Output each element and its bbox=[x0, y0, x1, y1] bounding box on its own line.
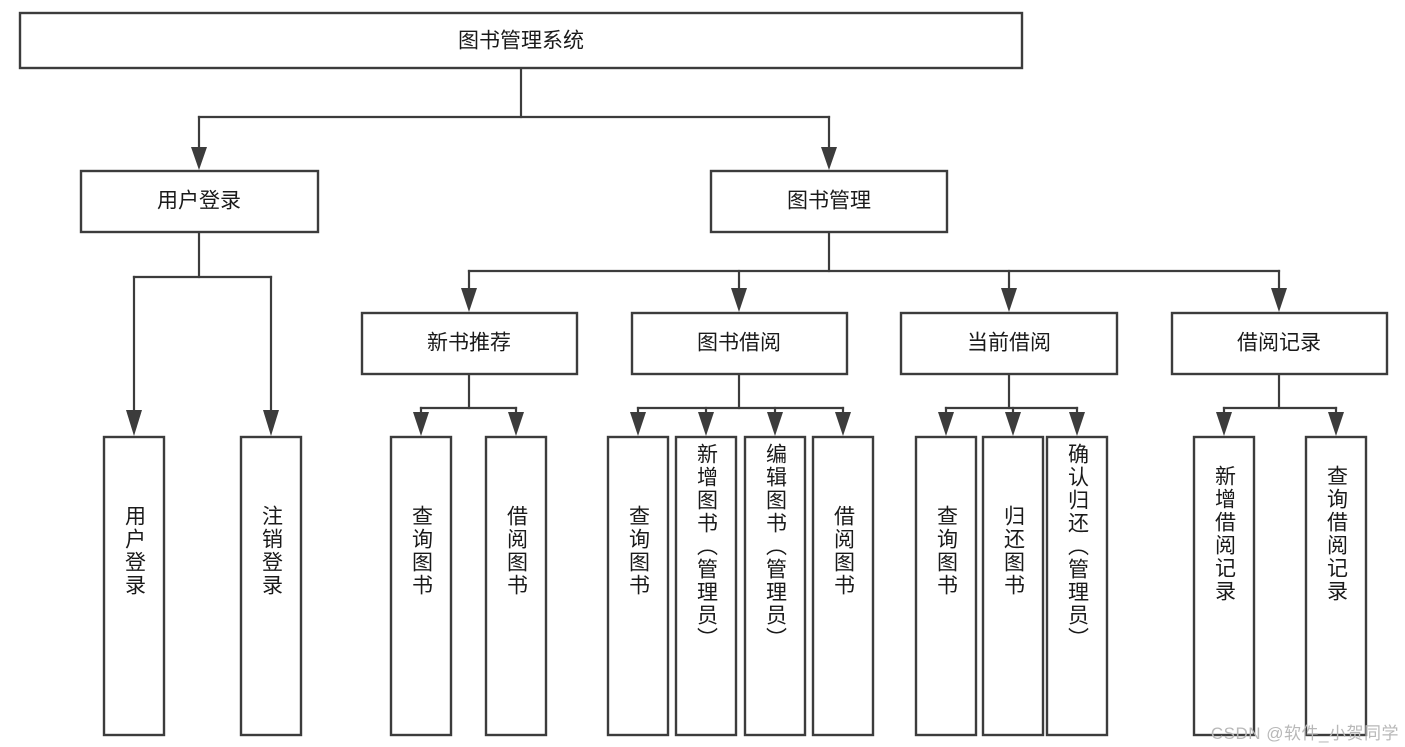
node-leaf-borrow-record-2[interactable] bbox=[1304, 435, 1368, 737]
node-current-borrow[interactable] bbox=[899, 311, 1119, 376]
watermark: CSDN @软件_小贺同学 bbox=[1210, 724, 1399, 743]
node-current-borrow-label: 当前借阅 bbox=[967, 332, 1051, 355]
arrow-to-current-borrow bbox=[1001, 288, 1017, 312]
node-leaf-new-book-1[interactable] bbox=[389, 435, 453, 737]
arrow-to-leaf-logout bbox=[263, 410, 279, 436]
node-leaf-current-borrow-1[interactable] bbox=[914, 435, 978, 737]
arrow-to-borrowrecord-leaf-2 bbox=[1328, 412, 1344, 436]
arrow-to-newbook-leaf-1 bbox=[413, 412, 429, 436]
node-leaf-current-borrow-3[interactable] bbox=[1045, 435, 1109, 737]
node-leaf-book-borrow-1[interactable] bbox=[606, 435, 670, 737]
arrow-to-new-book bbox=[461, 288, 477, 312]
arrow-to-currentborrow-leaf-1 bbox=[938, 412, 954, 436]
arrow-to-newbook-leaf-2 bbox=[508, 412, 524, 436]
node-book-management-label: 图书管理 bbox=[787, 190, 871, 213]
node-layer: 图书管理系统 用户登录 图书管理 新书推荐 图书借阅 当前借阅 借阅记录 bbox=[18, 11, 1389, 737]
arrow-to-currentborrow-leaf-2 bbox=[1005, 412, 1021, 436]
node-root-label: 图书管理系统 bbox=[458, 30, 584, 53]
node-new-book-recommend[interactable] bbox=[360, 311, 579, 376]
arrow-to-borrowrecord-leaf-1 bbox=[1216, 412, 1232, 436]
arrow-to-user-login bbox=[191, 147, 207, 170]
node-borrow-record[interactable] bbox=[1170, 311, 1389, 376]
arrow-to-currentborrow-leaf-3 bbox=[1069, 412, 1085, 436]
node-leaf-book-borrow-4[interactable] bbox=[811, 435, 875, 737]
arrow-to-bookborrow-leaf-3 bbox=[767, 412, 783, 436]
node-leaf-borrow-record-1[interactable] bbox=[1192, 435, 1256, 737]
node-user-login[interactable] bbox=[79, 169, 320, 234]
node-leaf-book-borrow-3[interactable] bbox=[743, 435, 807, 737]
node-leaf-user-login-1[interactable] bbox=[102, 435, 166, 737]
arrow-to-bookborrow-leaf-4 bbox=[835, 412, 851, 436]
node-leaf-user-login-2[interactable] bbox=[239, 435, 303, 737]
node-leaf-current-borrow-2[interactable] bbox=[981, 435, 1045, 737]
arrow-to-leaf-user-login bbox=[126, 410, 142, 436]
arrow-to-book-manage bbox=[821, 147, 837, 170]
arrow-to-bookborrow-leaf-1 bbox=[630, 412, 646, 436]
node-book-management[interactable] bbox=[709, 169, 949, 234]
arrow-to-book-borrow bbox=[731, 288, 747, 312]
arrow-to-borrow-record bbox=[1271, 288, 1287, 312]
node-new-book-recommend-label: 新书推荐 bbox=[427, 332, 511, 355]
node-borrow-record-label: 借阅记录 bbox=[1237, 332, 1321, 355]
node-book-borrow-label: 图书借阅 bbox=[697, 332, 781, 355]
node-root-book-management-system[interactable] bbox=[18, 11, 1024, 70]
node-book-borrow[interactable] bbox=[630, 311, 849, 376]
node-user-login-label: 用户登录 bbox=[157, 190, 241, 213]
arrow-to-bookborrow-leaf-2 bbox=[698, 412, 714, 436]
node-leaf-book-borrow-2[interactable] bbox=[674, 435, 738, 737]
node-leaf-new-book-2[interactable] bbox=[484, 435, 548, 737]
connector-layer bbox=[126, 66, 1344, 436]
